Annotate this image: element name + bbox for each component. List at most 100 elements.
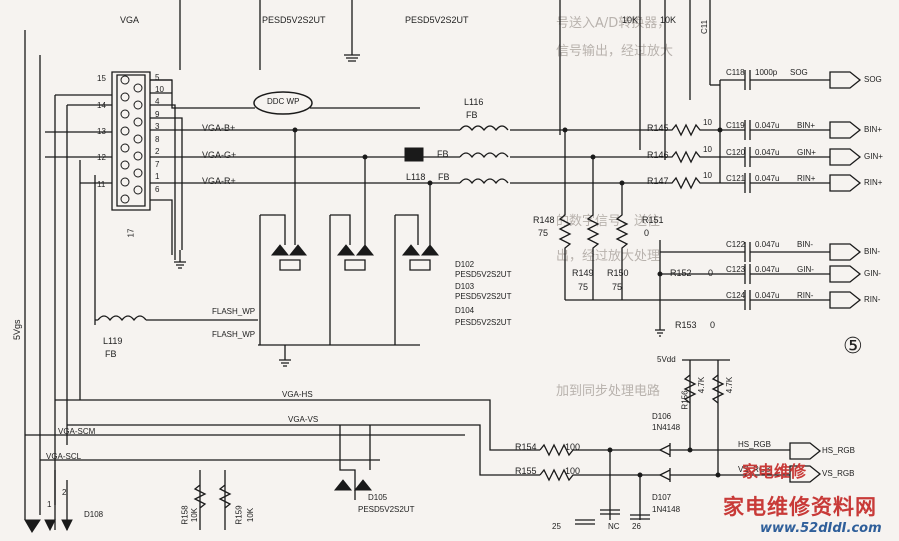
net-flash-wp-2: FLASH_WP <box>212 330 256 339</box>
net-rin-plus: RIN+ <box>797 174 816 183</box>
net-flash-wp: FLASH_WP <box>212 307 256 316</box>
diode-d107-value: 1N4148 <box>652 505 681 514</box>
cap-c122-value: 0.047u <box>755 240 780 249</box>
diode-d105: D105 <box>368 493 388 502</box>
pin-1-label: 1 <box>47 500 52 509</box>
net-rin-minus: RIN- <box>797 291 814 300</box>
diode-d102-part: PESD5V2S2UT <box>455 270 512 279</box>
diode-d104: D104 <box>455 306 475 315</box>
watermark-url: www.52dIdI.com <box>760 521 882 536</box>
output-gin-minus: GIN- <box>864 269 881 278</box>
inductor-l118: L118 <box>406 172 426 182</box>
pin-label-9: 9 <box>155 110 160 119</box>
cap-c123-value: 0.047u <box>755 265 780 274</box>
cap-c120-value: 0.047u <box>755 148 780 157</box>
top-c: C11 <box>700 19 710 35</box>
pin-label-2: 2 <box>155 147 160 156</box>
output-vs-rgb: VS_RGB <box>822 469 855 478</box>
resistor-r155-value: 100 <box>565 466 581 476</box>
resistor-r147-value: 10 <box>703 171 712 180</box>
cap-nc: NC <box>608 522 620 531</box>
cap-c124: C124 <box>726 291 746 300</box>
net-vga-sda: VGA-SCL <box>46 452 82 461</box>
resistor-r151: R151 <box>642 215 664 225</box>
net-vga-g: VGA-G+ <box>202 150 237 160</box>
diode-d108: D108 <box>84 510 104 519</box>
pin-label-5: 5 <box>155 73 160 82</box>
resistor-r149-value: 75 <box>578 282 589 292</box>
top-r-a: 10K <box>622 15 639 25</box>
net-vga-scl: VGA-SCM <box>58 427 96 436</box>
pin-label-12: 12 <box>97 153 106 162</box>
output-sog: SOG <box>864 75 882 84</box>
vdd-label: 5Vdd <box>657 355 676 364</box>
net-bin-minus: BIN- <box>797 240 813 249</box>
cap-c118-value: 1000p <box>755 68 778 77</box>
pin-label-17: 17 <box>126 228 136 238</box>
inductor-l117-fb: FB <box>437 149 449 159</box>
output-rin-minus: RIN- <box>864 295 881 304</box>
pin-label-3: 3 <box>155 122 160 131</box>
resistor-r159: R159 <box>234 505 244 525</box>
resistor-r145-value: 10 <box>703 118 712 127</box>
resistor-r158-value: 10K <box>190 507 200 523</box>
inductor-l116: L116 <box>464 97 484 107</box>
resistor-r156-value: 4.7K <box>697 376 707 394</box>
cap-25: 25 <box>552 522 561 531</box>
circuit-number-marker: ⑤ <box>843 334 863 359</box>
resistor-r149: R149 <box>572 268 594 278</box>
diode-d104-part: PESD5V2S2UT <box>455 318 512 327</box>
resistor-r153: R153 <box>675 320 697 330</box>
cap-c122: C122 <box>726 240 746 249</box>
cap-c123: C123 <box>726 265 746 274</box>
left-net-5vgs: 5Vgs <box>12 319 22 340</box>
pin-label-4: 4 <box>155 97 160 106</box>
diode-d102: D102 <box>455 260 475 269</box>
resistor-r154-value: 100 <box>565 442 581 452</box>
net-vga-b: VGA-B+ <box>202 123 236 133</box>
diode-d105-part: PESD5V2S2UT <box>358 505 415 514</box>
resistor-r148-value: 75 <box>538 228 549 238</box>
net-bin-plus: BIN+ <box>797 121 816 130</box>
pin-label-14: 14 <box>97 101 106 110</box>
resistor-r158: R158 <box>180 505 190 525</box>
watermark-small: 家电维修 <box>742 462 807 481</box>
resistor-r151-value: 0 <box>644 228 650 238</box>
pin-label-11: 11 <box>97 180 106 189</box>
cap-c119-value: 0.047u <box>755 121 780 130</box>
resistor-r146: R146 <box>647 150 669 160</box>
pin-label-10: 10 <box>155 85 164 94</box>
top-r-b: 10K <box>660 15 677 25</box>
output-bin-plus: BIN+ <box>864 125 883 134</box>
output-gin-plus: GIN+ <box>864 152 883 161</box>
cap-c121-value: 0.047u <box>755 174 780 183</box>
resistor-r152-value: 0 <box>708 268 714 278</box>
diode-d106: D106 <box>652 412 672 421</box>
net-gin-minus: GIN- <box>797 265 814 274</box>
output-rin-plus: RIN+ <box>864 178 883 187</box>
top-pesd-b: PESD5V2S2UT <box>405 15 469 25</box>
pin-label-15: 15 <box>97 74 106 83</box>
net-hs: HS_RGB <box>738 440 771 449</box>
net-vga-hs: VGA-HS <box>282 390 313 399</box>
resistor-r145: R145 <box>647 123 669 133</box>
bleed-text-1: 号送入A/D转换器， <box>556 16 671 31</box>
cap-c119: C119 <box>726 121 745 130</box>
cap-c118: C118 <box>726 68 745 77</box>
net-sog: SOG <box>790 68 808 77</box>
connector-title: VGA <box>120 15 140 25</box>
inductor-l116-fb: FB <box>466 110 478 120</box>
inductor-l118-fb: FB <box>438 172 450 182</box>
net-ddc-wp: DDC WP <box>267 97 300 106</box>
diode-d106-value: 1N4148 <box>652 423 681 432</box>
resistor-r159-value: 10K <box>246 507 256 523</box>
resistor-r156: R156 <box>680 390 690 410</box>
pin-label-13: 13 <box>97 127 106 136</box>
pin-label-6: 6 <box>155 185 160 194</box>
diode-d107: D107 <box>652 493 672 502</box>
pin-label-7: 7 <box>155 160 160 169</box>
pin-label-8: 8 <box>155 135 160 144</box>
resistor-r150: R150 <box>607 268 629 278</box>
diode-d103-part: PESD5V2S2UT <box>455 292 512 301</box>
